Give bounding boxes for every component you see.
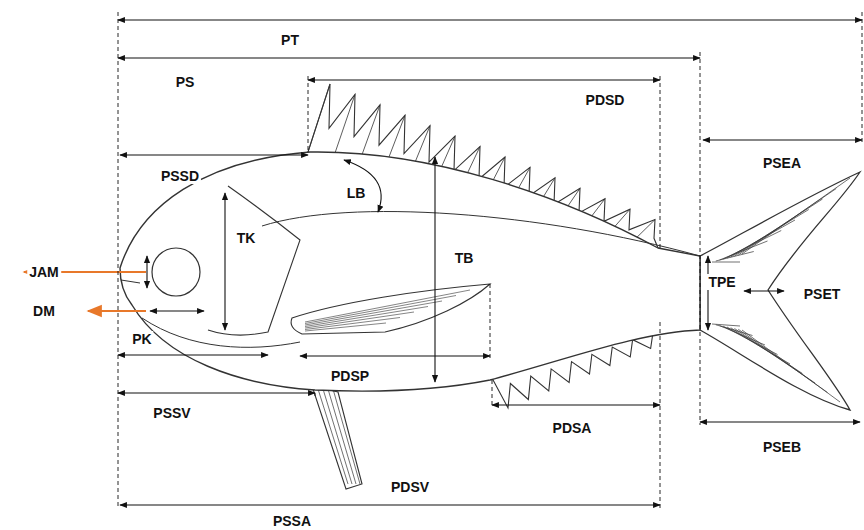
dimension-arrow — [700, 421, 860, 422]
dimension-arrow — [308, 79, 660, 80]
dimension-label: PDSD — [584, 92, 627, 108]
extension-line — [660, 322, 661, 508]
dimension-label: PSSV — [151, 405, 192, 421]
dimension-label: DM — [31, 303, 57, 319]
fin-ray — [305, 318, 400, 330]
eye — [152, 248, 200, 296]
extension-line — [308, 76, 309, 152]
dimension-arrow — [707, 256, 708, 330]
dimension-arrow — [703, 139, 862, 140]
fin-ray — [318, 389, 348, 484]
operculum — [208, 186, 300, 335]
dimension-label: PSEA — [761, 155, 803, 171]
dimension-arrow — [118, 57, 700, 58]
fin-ray — [328, 389, 356, 484]
lateral-line — [262, 212, 700, 256]
pectoral-fin — [291, 284, 490, 334]
extension-line — [315, 393, 316, 396]
dimension-label: PDSA — [551, 420, 594, 436]
dimension-arrow — [492, 404, 660, 405]
fin-ray — [305, 290, 470, 322]
dimension-label: PT — [279, 32, 301, 48]
fish-drawing — [24, 12, 862, 508]
pointer-arrow — [88, 310, 146, 312]
fin-ray — [305, 307, 428, 327]
fin-ray — [742, 178, 850, 254]
extension-line — [700, 52, 701, 425]
dimension-arrow — [118, 392, 315, 393]
dimension-label: TB — [453, 250, 476, 266]
extension-line — [492, 380, 493, 408]
fin-ray — [333, 389, 360, 484]
caudal-fin — [700, 172, 860, 410]
dimension-label: PSEB — [761, 439, 803, 455]
fin-ray — [712, 262, 740, 263]
angle-arrow — [344, 160, 381, 212]
fin-ray — [323, 389, 352, 484]
dimension-arrow — [744, 290, 784, 291]
dimension-arrow — [146, 256, 147, 288]
extension-line — [862, 12, 863, 142]
dimension-arrow — [434, 157, 435, 382]
dimension-arrow — [118, 354, 268, 355]
fin-spine — [308, 84, 330, 152]
dimension-label: TK — [235, 230, 258, 246]
extension-line — [490, 284, 491, 360]
fin-spine — [333, 94, 355, 158]
dimension-label: PS — [174, 74, 197, 90]
dimension-arrow — [150, 310, 204, 311]
pelvic-fin — [312, 386, 362, 489]
fin-ray — [305, 301, 442, 325]
fin-ray — [742, 330, 840, 402]
dimension-label: JAM — [27, 264, 61, 280]
dimension-label: PDSV — [389, 479, 431, 495]
dimension-arrow — [118, 19, 862, 20]
dimension-label: PSSA — [271, 513, 313, 529]
dimension-label: PSET — [802, 286, 843, 302]
dimension-label: PK — [130, 331, 153, 347]
dimension-label: TPE — [706, 274, 737, 290]
extension-line — [660, 76, 661, 250]
fin-ray — [305, 296, 456, 324]
dimension-arrow — [120, 154, 308, 155]
jaw-line — [142, 318, 300, 347]
dimension-label: LB — [345, 185, 368, 201]
dimension-arrow — [300, 355, 490, 356]
dimension-arrow — [224, 193, 225, 330]
mouth — [121, 280, 140, 283]
dimension-label: PSSD — [159, 168, 201, 184]
extension-line — [118, 12, 119, 508]
dimension-label: PDSP — [329, 368, 371, 384]
dimension-arrow — [120, 504, 660, 505]
fin-ray — [305, 323, 386, 331]
